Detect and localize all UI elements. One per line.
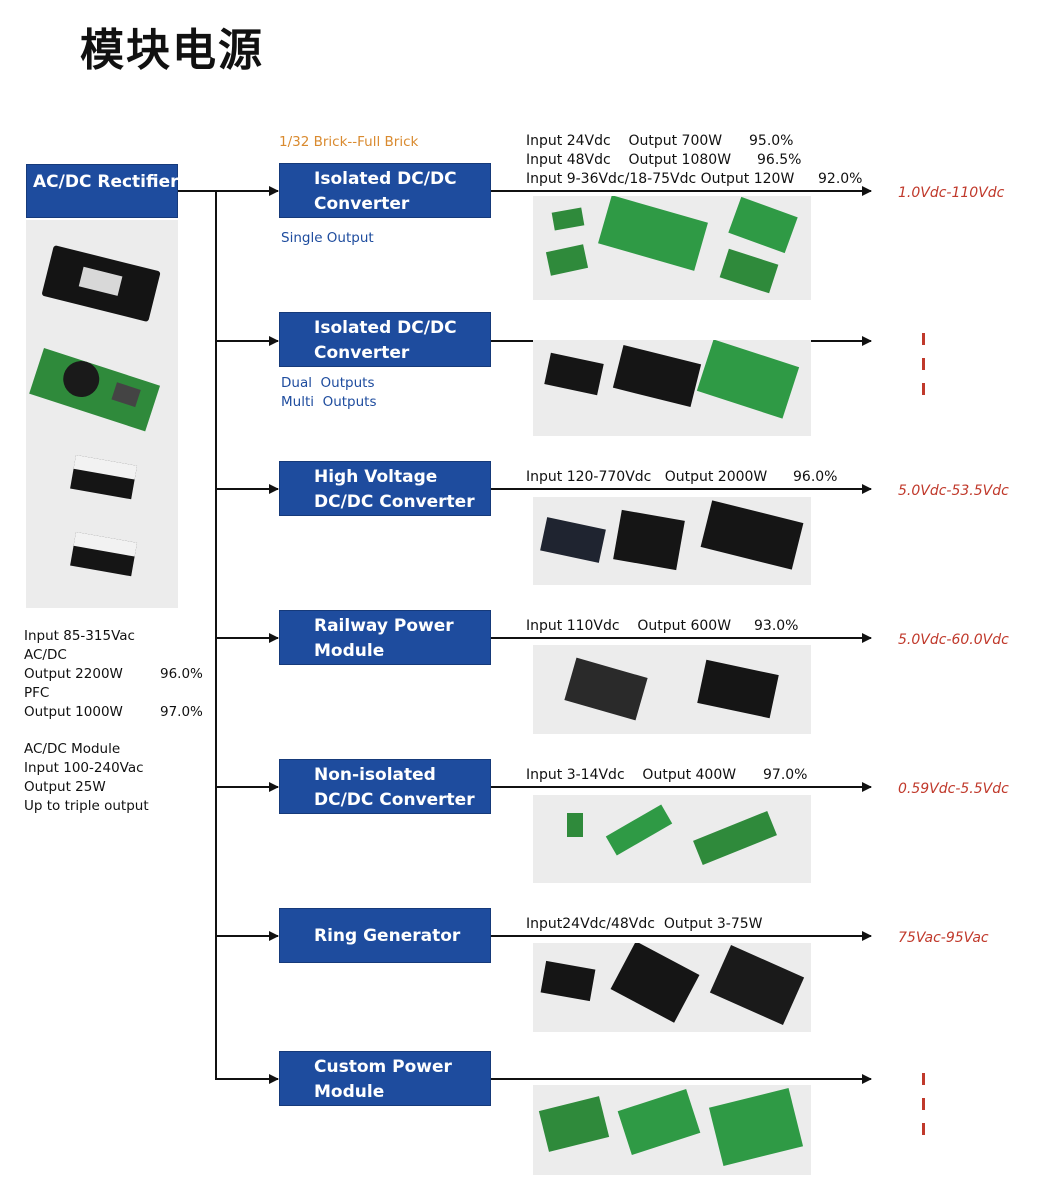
continuation-dash — [922, 333, 925, 345]
product-photo — [533, 339, 811, 436]
dual-outputs-note: Dual Outputs — [281, 375, 375, 391]
single-output-note: Single Output — [281, 230, 374, 246]
spec-line: Input24Vdc/48Vdc Output 3-75W — [526, 916, 763, 932]
rectifier-spec-output-a: Output 2200W — [24, 666, 123, 682]
spec-line: Input 9-36Vdc/18-75Vdc Output 120W — [526, 171, 795, 187]
box-line-2: DC/DC Converter — [314, 790, 475, 810]
output-voltage-range: 1.0Vdc-110Vdc — [898, 185, 1005, 201]
non-isolated-dcdc-box: Non-isolated DC/DC Converter — [279, 759, 491, 814]
rectifier-efficiency-b: 97.0% — [160, 704, 203, 720]
ring-generator-box: Ring Generator — [279, 908, 491, 963]
continuation-dash — [922, 1123, 925, 1135]
rectifier-efficiency-a: 96.0% — [160, 666, 203, 682]
spec-line: Input 48Vdc Output 1080W — [526, 152, 732, 168]
rectifier-spec-output-b: Output 1000W — [24, 704, 123, 720]
brick-range-note: 1/32 Brick--Full Brick — [279, 134, 419, 150]
spec-line: Input 110Vdc Output 600W — [526, 618, 732, 634]
spec-line: Input 120-770Vdc Output 2000W — [526, 469, 768, 485]
spec-efficiency: 93.0% — [754, 618, 799, 634]
isolated-dcdc-single-box: Isolated DC/DC Converter — [279, 163, 491, 218]
output-voltage-range: 75Vac-95Vac — [898, 930, 989, 946]
rectifier-product-photo — [26, 220, 178, 608]
output-voltage-range: 5.0Vdc-60.0Vdc — [898, 632, 1009, 648]
high-voltage-dcdc-box: High Voltage DC/DC Converter — [279, 461, 491, 516]
box-line-2: Converter — [314, 194, 410, 214]
box-line-2: Module — [314, 641, 385, 661]
continuation-dash — [922, 383, 925, 395]
spec-efficiency: 95.0% — [749, 133, 794, 149]
multi-outputs-note: Multi Outputs — [281, 394, 377, 410]
rectifier-spec-acdc: AC/DC — [24, 647, 67, 663]
continuation-dash — [922, 1073, 925, 1085]
box-line-2: Module — [314, 1082, 385, 1102]
product-photo — [533, 497, 811, 585]
output-voltage-range: 0.59Vdc-5.5Vdc — [898, 781, 1009, 797]
isolated-dcdc-multi-box: Isolated DC/DC Converter — [279, 312, 491, 367]
product-photo — [533, 795, 811, 883]
rectifier-spec-pfc: PFC — [24, 685, 50, 701]
product-photo — [533, 645, 811, 734]
rectifier-box: AC/DC Rectifier — [26, 164, 179, 218]
product-photo — [533, 941, 811, 1032]
box-line-1: Non-isolated — [314, 765, 436, 785]
spec-line: Input 24Vdc Output 700W — [526, 133, 723, 149]
box-line-1: Custom Power — [314, 1057, 452, 1077]
output-voltage-range: 5.0Vdc-53.5Vdc — [898, 483, 1009, 499]
module-spec-output: Output 25W — [24, 779, 106, 795]
box-line-2: DC/DC Converter — [314, 492, 475, 512]
spec-efficiency: 92.0% — [818, 171, 863, 187]
box-line-1: Railway Power — [314, 616, 454, 636]
spec-line: Input 3-14Vdc Output 400W — [526, 767, 737, 783]
module-spec-input: Input 100-240Vac — [24, 760, 144, 776]
continuation-dash — [922, 358, 925, 370]
rectifier-label: AC/DC Rectifier — [33, 172, 179, 192]
box-line-1: Ring Generator — [314, 926, 461, 946]
spec-efficiency: 96.5% — [757, 152, 802, 168]
railway-power-module-box: Railway Power Module — [279, 610, 491, 665]
product-photo — [533, 195, 811, 300]
spec-efficiency: 96.0% — [793, 469, 838, 485]
spec-efficiency: 97.0% — [763, 767, 808, 783]
custom-power-module-box: Custom Power Module — [279, 1051, 491, 1106]
module-spec-triple: Up to triple output — [24, 798, 149, 814]
box-line-1: High Voltage — [314, 467, 438, 487]
box-line-2: Converter — [314, 343, 410, 363]
box-line-1: Isolated DC/DC — [314, 318, 457, 338]
product-photo — [533, 1085, 811, 1175]
continuation-dash — [922, 1098, 925, 1110]
page-title: 模块电源 — [80, 25, 264, 76]
rectifier-spec-input: Input 85-315Vac — [24, 628, 135, 644]
module-spec-title: AC/DC Module — [24, 741, 121, 757]
box-line-1: Isolated DC/DC — [314, 169, 457, 189]
